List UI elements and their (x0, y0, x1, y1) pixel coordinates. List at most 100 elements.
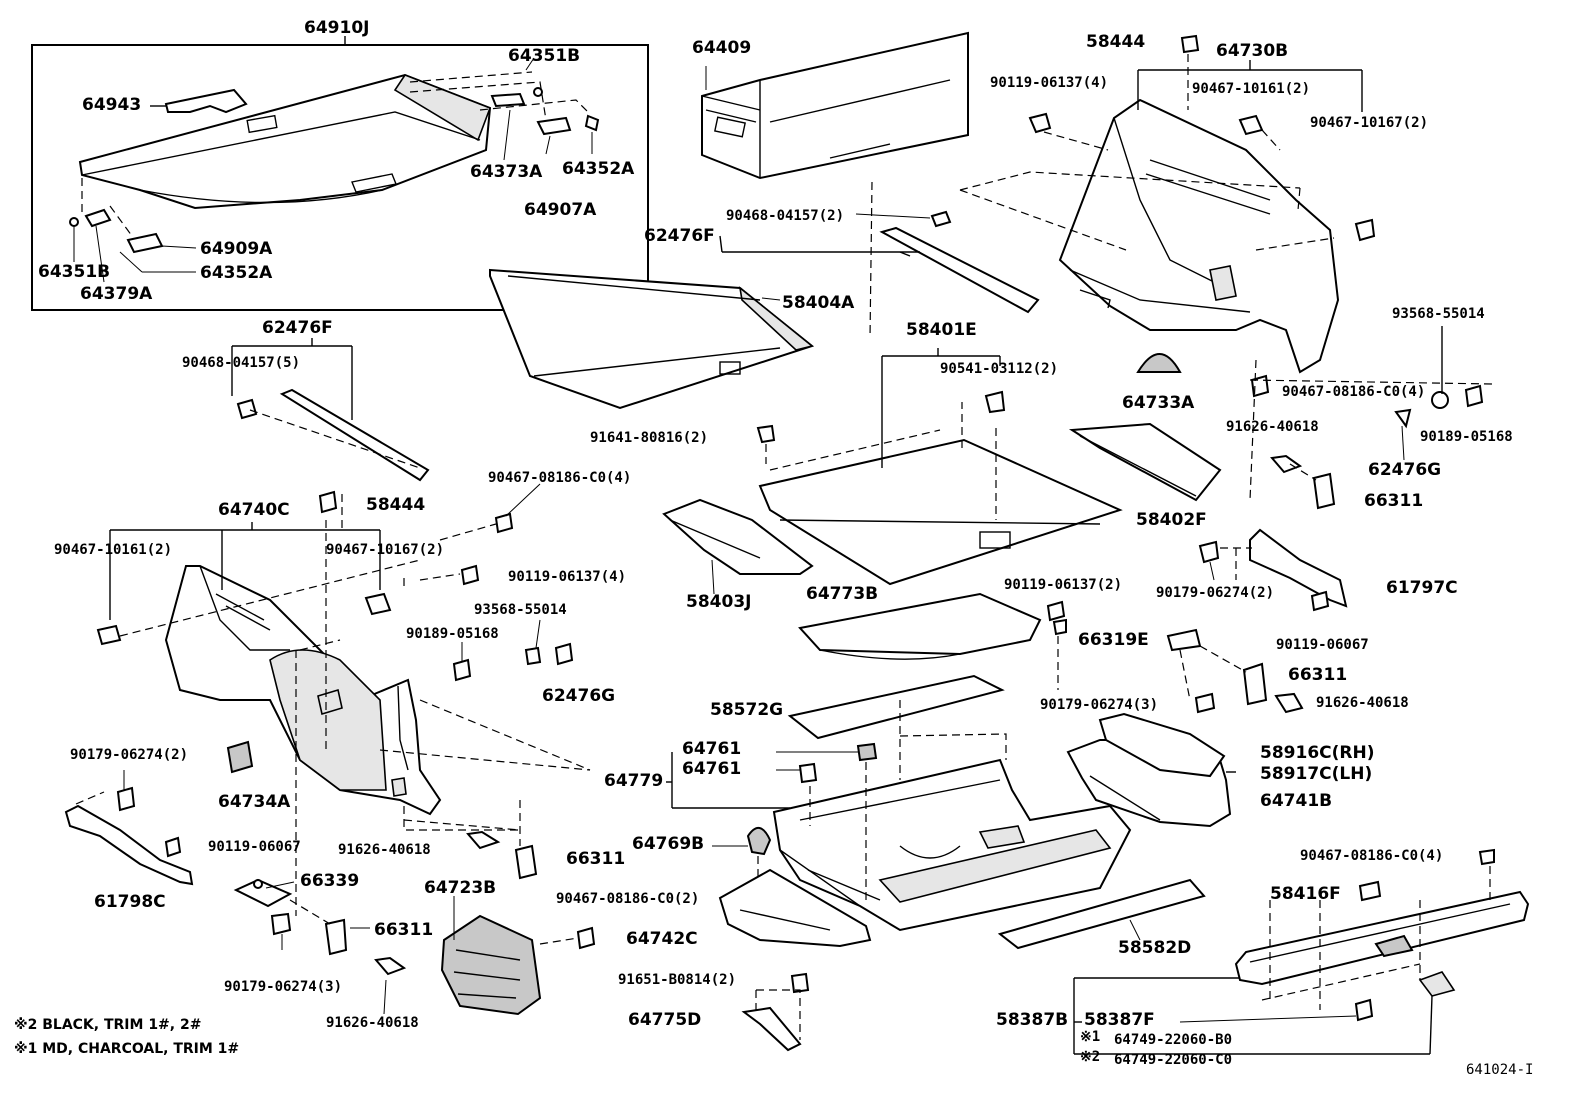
tonneau-assembly-frame (31, 44, 649, 311)
trim-64723B (440, 914, 542, 1016)
mark-2: ※2 (1080, 1049, 1101, 1065)
label-66339: 66339 (300, 871, 360, 891)
label-64734A: 64734A (218, 792, 291, 812)
label-64910J: 64910J (304, 18, 370, 38)
label-61798C: 61798C (94, 892, 166, 912)
label-58387B: 58387B (996, 1010, 1069, 1030)
label-64733A: 64733A (1122, 393, 1195, 413)
bracket-61797C (1249, 528, 1348, 608)
label-66319E: 66319E (1078, 630, 1149, 650)
strip-58582D (997, 878, 1206, 950)
label-90468-04157-5: 90468-04157(5) (182, 355, 301, 371)
label-90467-08186-C0-4-mid: 90467-08186-C0(4) (488, 470, 632, 486)
label-90467-08186-C0-4-bottom-right: 90467-08186-C0(4) (1300, 848, 1444, 864)
label-64749-22060-B0: 64749-22060-B0 (1114, 1032, 1233, 1048)
label-58416F: 58416F (1270, 884, 1341, 904)
label-58402F: 58402F (1136, 510, 1207, 530)
panel-58403J (662, 498, 814, 575)
label-58401E: 58401E (906, 320, 977, 340)
strip-58572G (787, 674, 1005, 740)
label-66311-right: 66311 (1364, 491, 1424, 511)
label-64761-b: 64761 (682, 759, 742, 779)
label-64741B: 64741B (1260, 791, 1333, 811)
label-90179-06274-3-left: 90179-06274(3) (224, 979, 343, 995)
label-64907A: 64907A (524, 200, 597, 220)
label-62476F-mid: 62476F (644, 226, 715, 246)
label-90119-06137-2: 90119-06137(2) (1004, 577, 1123, 593)
handle-64943 (164, 88, 248, 114)
label-90467-08186-C0-4-right: 90467-08186-C0(4) (1282, 384, 1426, 400)
label-58917C-LH: 58917C(LH) (1260, 764, 1373, 784)
label-62476G-left: 62476G (542, 686, 616, 706)
knob-64769B (746, 827, 772, 856)
label-91651-B0814-2: 91651-B0814(2) (618, 972, 737, 988)
label-64352A: 64352A (562, 159, 635, 179)
label-66311-left: 66311 (374, 920, 434, 940)
label-58444-top: 58444 (1086, 32, 1146, 52)
label-64742C: 64742C (626, 929, 698, 949)
label-61797C: 61797C (1386, 578, 1458, 598)
label-64723B: 64723B (424, 878, 497, 898)
label-64351B-lower: 64351B (38, 262, 111, 282)
label-58403J: 58403J (686, 592, 752, 612)
label-62476F-left: 62476F (262, 318, 333, 338)
label-90119-06137-4-top: 90119-06137(4) (990, 75, 1109, 91)
label-91626-40618-right-2: 91626-40618 (1316, 695, 1409, 711)
label-90179-06274-2-left: 90179-06274(2) (70, 747, 189, 763)
label-90467-10167-2-left: 90467-10167(2) (326, 542, 445, 558)
label-64909A: 64909A (200, 239, 273, 259)
label-90119-06067-right: 90119-06067 (1276, 637, 1369, 653)
tray-64779 (772, 758, 1132, 932)
rail-62476F-left (279, 388, 430, 482)
label-90467-10161-2-right: 90467-10161(2) (1192, 81, 1311, 97)
label-90189-05168-left: 90189-05168 (406, 626, 499, 642)
label-58404A: 58404A (782, 293, 855, 313)
bracket-61798C (64, 804, 194, 886)
label-90119-06067-left: 90119-06067 (208, 839, 301, 855)
label-58387F: 58387F (1084, 1010, 1155, 1030)
mark-1: ※1 (1080, 1029, 1101, 1045)
label-64773B: 64773B (806, 584, 879, 604)
rail-62476F (879, 226, 1040, 314)
bracket-64775D (741, 1006, 802, 1052)
label-91626-40618-left: 91626-40618 (326, 1015, 419, 1031)
label-64379A: 64379A (80, 284, 153, 304)
label-64409: 64409 (692, 38, 752, 58)
panel-58402F (1068, 422, 1222, 502)
label-64749-22060-C0: 64749-22060-C0 (1114, 1052, 1233, 1068)
label-90467-10161-2-left: 90467-10161(2) (54, 542, 173, 558)
label-91626-40618-mid: 91626-40618 (338, 842, 431, 858)
figure-number: 641024-I (1466, 1062, 1534, 1078)
label-91641-80816-2: 91641-80816(2) (590, 430, 709, 446)
label-64373A: 64373A (470, 162, 543, 182)
label-64352A-lower: 64352A (200, 263, 273, 283)
label-64943: 64943 (82, 95, 142, 115)
label-58572G: 58572G (710, 700, 784, 720)
bracket-66339 (233, 878, 293, 908)
label-64351B: 64351B (508, 46, 581, 66)
label-62476G-right: 62476G (1368, 460, 1442, 480)
label-58582D: 58582D (1118, 938, 1192, 958)
label-64730B: 64730B (1216, 41, 1289, 61)
label-93568-55014-left: 93568-55014 (474, 602, 567, 618)
label-90467-08186-C0-2: 90467-08186-C0(2) (556, 891, 700, 907)
label-64769B: 64769B (632, 834, 705, 854)
deck-board-58401E (758, 438, 1123, 586)
label-90467-10167-2-right: 90467-10167(2) (1310, 115, 1429, 131)
cap-64734A (226, 740, 254, 774)
label-58916C-RH: 58916C(RH) (1260, 743, 1375, 763)
note-md-charcoal-trim: ※1 MD, CHARCOAL, TRIM 1# (14, 1041, 240, 1057)
label-64779: 64779 (604, 771, 664, 791)
label-90179-06274-2-right: 90179-06274(2) (1156, 585, 1275, 601)
label-90119-06137-4-mid: 90119-06137(4) (508, 569, 627, 585)
label-64761-a: 64761 (682, 739, 742, 759)
label-90179-06274-3-right: 90179-06274(3) (1040, 697, 1159, 713)
label-91626-40618-right: 91626-40618 (1226, 419, 1319, 435)
scuff-plate-58387B (1234, 890, 1530, 986)
cap-64733A (1136, 353, 1182, 373)
label-90189-05168-right: 90189-05168 (1420, 429, 1513, 445)
label-66311-right-2: 66311 (1288, 665, 1348, 685)
label-93568-55014-right: 93568-55014 (1392, 306, 1485, 322)
